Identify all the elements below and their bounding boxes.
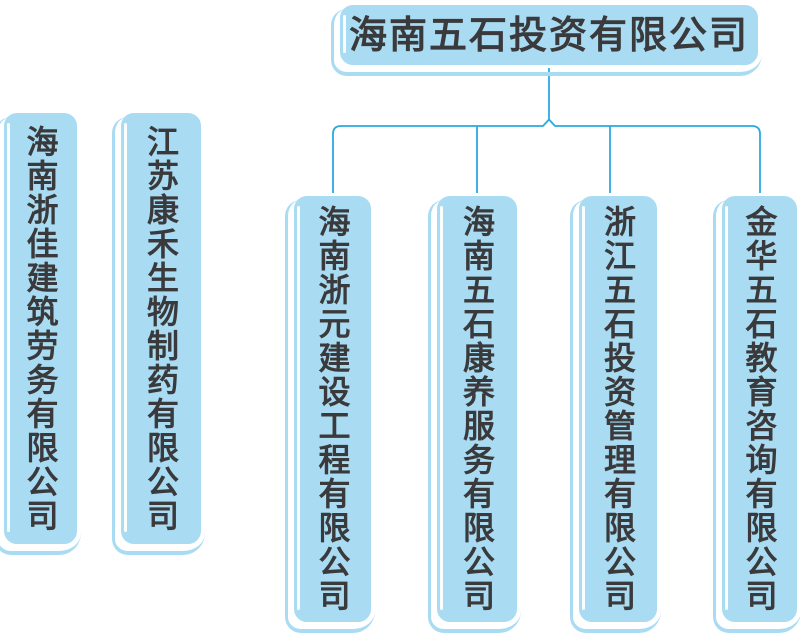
subsidiary-label-3: 浙江五石投资管理有限公司 <box>599 205 637 613</box>
connector-rail <box>332 118 761 195</box>
standalone-company-label-2: 江苏康禾生物制药有限公司 <box>142 124 180 533</box>
standalone-company-node-1: 海南浙佳建筑劳务有限公司 <box>0 110 81 555</box>
root-company-label: 海南五石投资有限公司 <box>348 13 749 57</box>
subsidiary-node-4: 金华五石教育咨询有限公司 <box>713 193 800 633</box>
subsidiary-label-4: 金华五石教育咨询有限公司 <box>740 205 779 613</box>
subsidiary-node-2: 海南五石康养服务有限公司 <box>428 193 521 633</box>
subsidiary-node-3: 浙江五石投资管理有限公司 <box>570 193 661 633</box>
standalone-company-node-2: 江苏康禾生物制药有限公司 <box>112 110 205 555</box>
root-company-node: 海南五石投资有限公司 <box>331 2 762 76</box>
standalone-company-label-1: 海南浙佳建筑劳务有限公司 <box>21 124 60 533</box>
subsidiary-label-2: 海南五石康养服务有限公司 <box>458 205 496 613</box>
subsidiary-label-1: 海南浙元建设工程有限公司 <box>313 205 352 613</box>
subsidiary-node-1: 海南浙元建设工程有限公司 <box>285 193 375 633</box>
